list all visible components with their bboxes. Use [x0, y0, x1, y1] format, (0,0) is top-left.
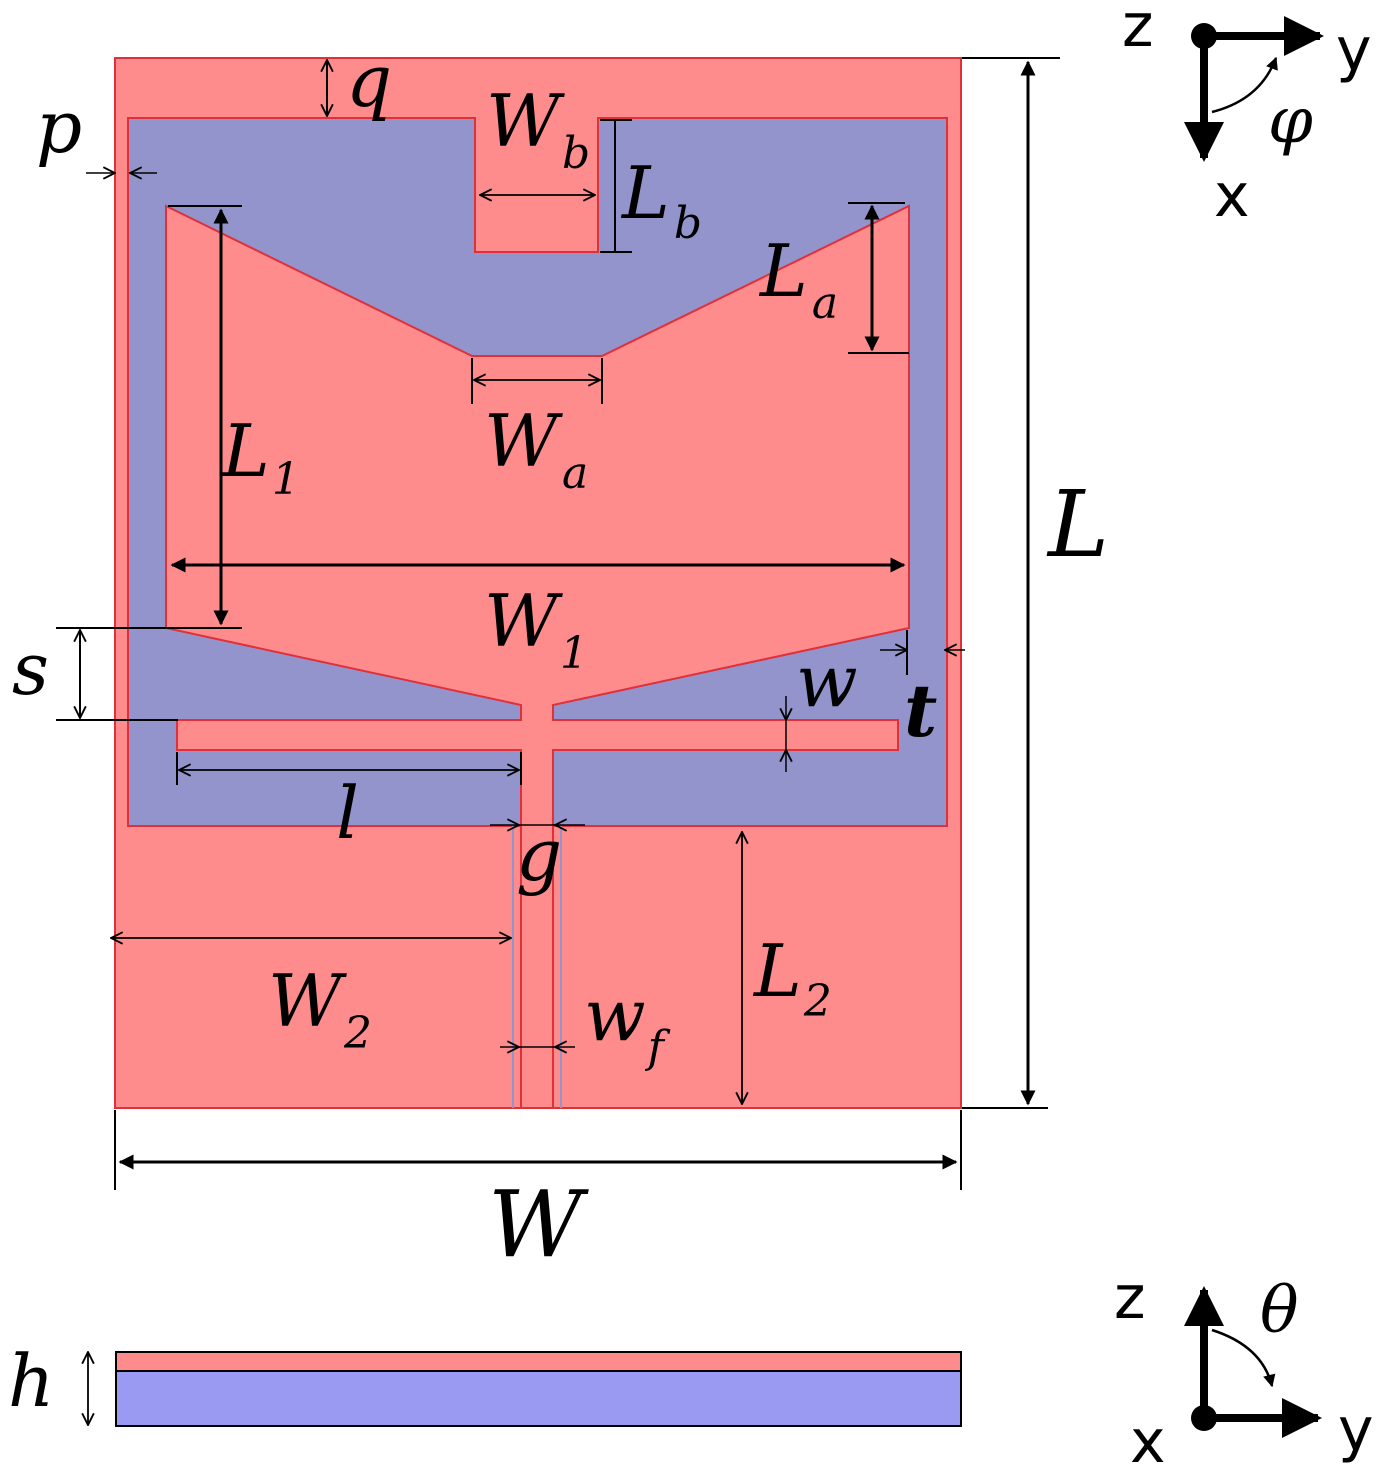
radiating-patch [165, 204, 910, 1109]
top-coordinate-system: z y x φ [1122, 0, 1372, 231]
label-g: g [516, 813, 562, 897]
side-view-metal-layer [115, 1351, 962, 1372]
dimension-labels: q p Wb Lb La L1 Wa L W1 s w t l g W2 L2 … [8, 39, 1109, 1423]
label-t: t [904, 668, 937, 753]
label-L1: L1 [220, 409, 300, 505]
side-view-substrate-layer [115, 1370, 962, 1427]
label-l: l [336, 771, 359, 855]
axis-label-phi: φ [1268, 84, 1313, 158]
dimension-lines [56, 57, 1060, 1425]
x-axis-dot [1191, 1405, 1217, 1431]
label-L2: L2 [752, 929, 832, 1027]
axis-label-z-top: z [1122, 0, 1154, 61]
label-W1: W1 [484, 579, 588, 679]
axis-label-y-top: y [1336, 15, 1372, 85]
label-W2: W2 [268, 959, 372, 1059]
axis-label-theta: θ [1260, 1274, 1299, 1348]
label-h: h [8, 1339, 54, 1423]
label-La: La [758, 229, 838, 329]
axis-label-x-top: x [1214, 161, 1250, 231]
label-s: s [12, 627, 49, 711]
label-Wa: Wa [484, 399, 588, 499]
label-Wb: Wb [486, 79, 590, 179]
label-q: q [346, 39, 392, 123]
label-Lb: Lb [620, 151, 702, 249]
label-W: W [488, 1171, 589, 1278]
axis-label-z-bottom: z [1114, 1263, 1146, 1333]
label-w: w [796, 639, 858, 723]
axis-label-y-bottom: y [1338, 1395, 1374, 1465]
bottom-coordinate-system: z y x θ [1114, 1263, 1374, 1475]
side-view [115, 1351, 962, 1427]
axis-label-x-bottom: x [1130, 1407, 1166, 1470]
label-L: L [1046, 471, 1109, 578]
label-p: p [36, 85, 82, 169]
z-axis-dot [1191, 23, 1217, 49]
